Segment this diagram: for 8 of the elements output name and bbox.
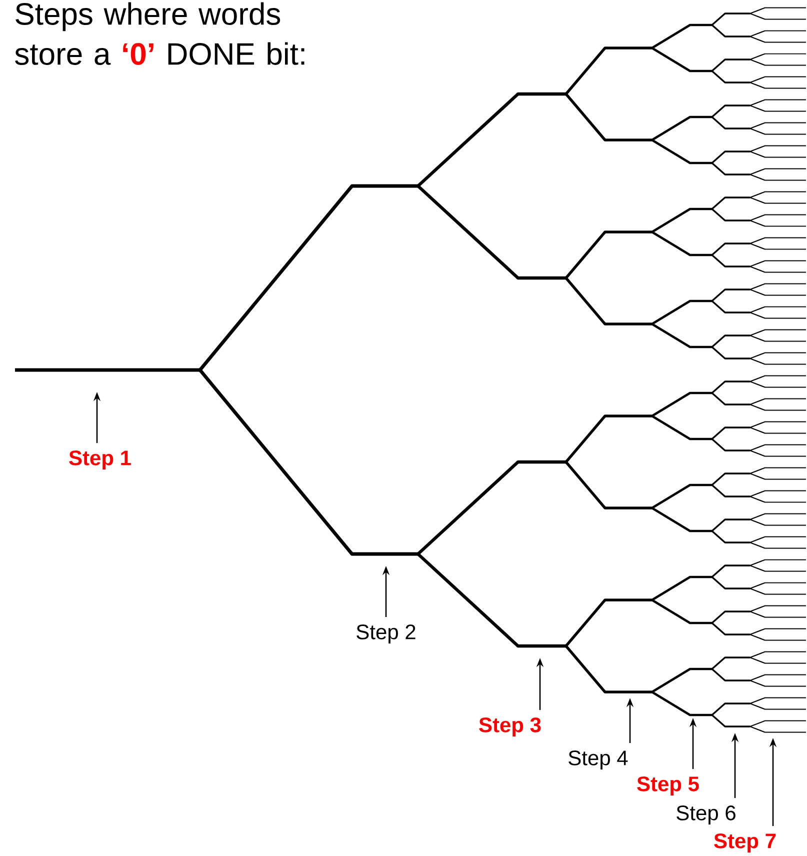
- step-label: Step 4: [568, 750, 628, 770]
- step-label: Step 1: [69, 450, 131, 470]
- step-label: Step 5: [637, 776, 699, 796]
- step-label: Step 7: [714, 834, 776, 853]
- step-label: Step 2: [356, 624, 416, 644]
- step-label: Step 6: [676, 806, 736, 825]
- title: Steps where words store a ‘0’ DONE bit:: [15, 2, 304, 65]
- step-label: Step 3: [479, 718, 541, 737]
